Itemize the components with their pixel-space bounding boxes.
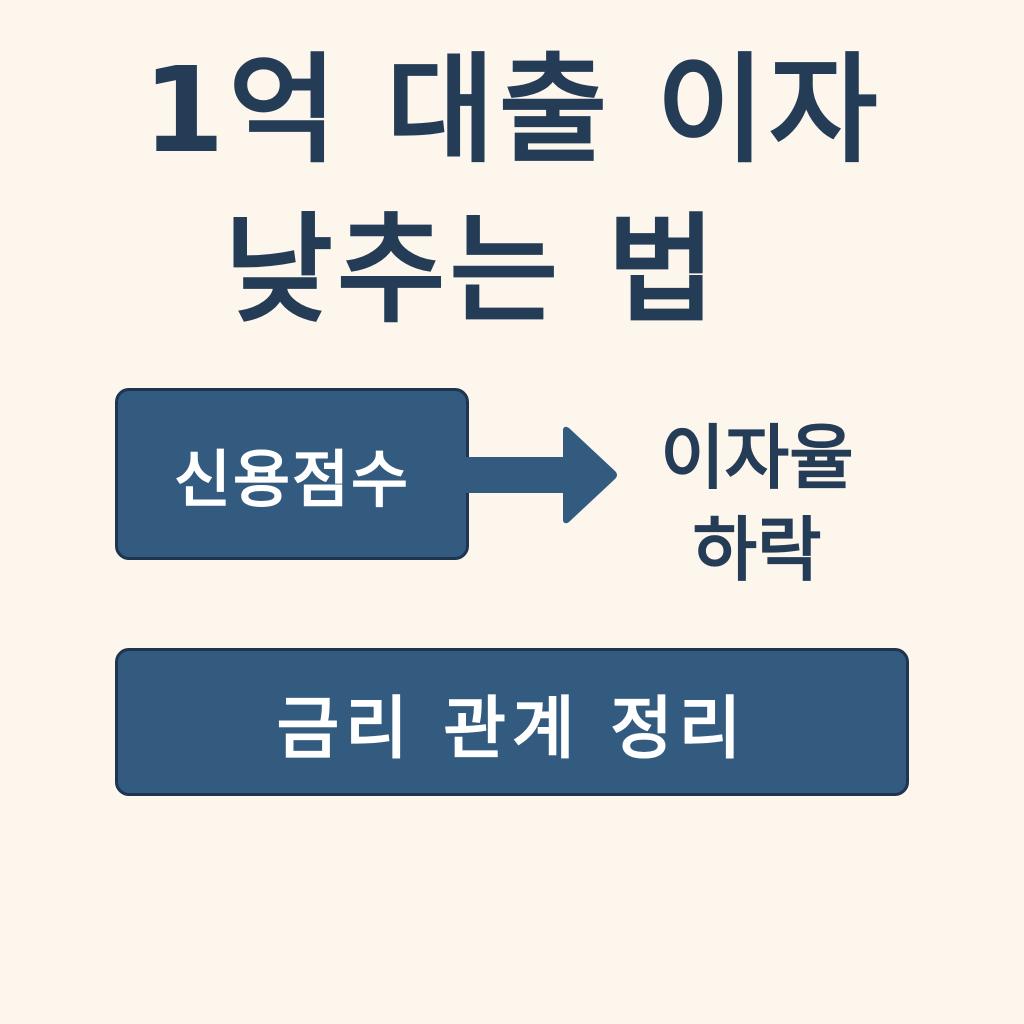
arrow-shape [465, 426, 617, 524]
rate-relationship-summary-box: 금리 관계 정리 [115, 648, 909, 796]
arrow-right-icon [465, 426, 617, 524]
summary-label: 금리 관계 정리 [276, 689, 748, 769]
credit-score-label: 신용점수 [173, 443, 411, 516]
title-line-1: 1억 대출 이자 [142, 41, 882, 179]
interest-rate-decrease-text: 이자율 하락 [660, 417, 854, 591]
title-line-2: 낮추는 법 [224, 201, 720, 339]
credit-score-box: 신용점수 [115, 388, 469, 560]
